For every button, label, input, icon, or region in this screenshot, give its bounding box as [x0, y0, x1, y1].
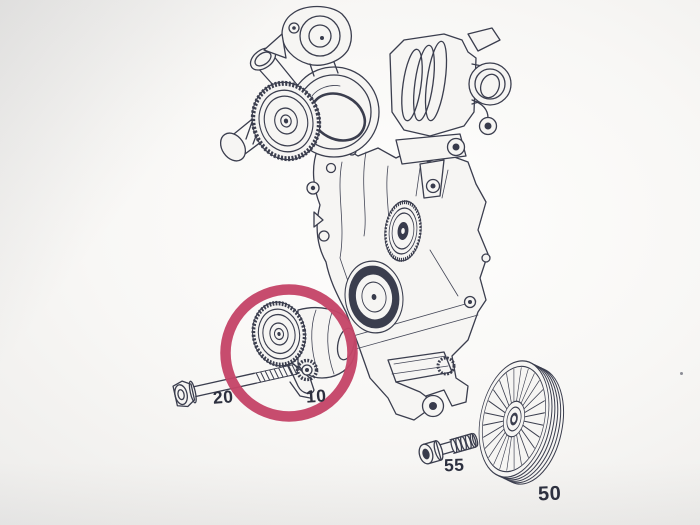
timing-cover-body — [306, 143, 491, 421]
top-cap-housing — [263, 5, 353, 77]
tensioner-bolt-drawing — [172, 363, 299, 408]
bottom-bracket — [387, 351, 456, 418]
tensioner-pulley — [251, 300, 307, 368]
pulley-spokes — [483, 367, 545, 471]
crankshaft-pulley-drawing — [478, 360, 564, 485]
top-bracket — [395, 133, 467, 199]
part-label-10: 10 — [305, 385, 328, 407]
part-label-55: 55 — [443, 454, 465, 476]
water-pump-pulley — [250, 80, 322, 162]
idler-pulley — [384, 200, 422, 262]
part-label-20: 20 — [212, 386, 235, 408]
pulley-bolt-drawing — [418, 432, 479, 465]
highlight-circle — [220, 284, 358, 422]
part-label-50: 50 — [537, 482, 562, 506]
crankshaft-seal — [344, 260, 404, 334]
dust-speck — [680, 372, 683, 375]
pump-housing — [389, 27, 512, 137]
